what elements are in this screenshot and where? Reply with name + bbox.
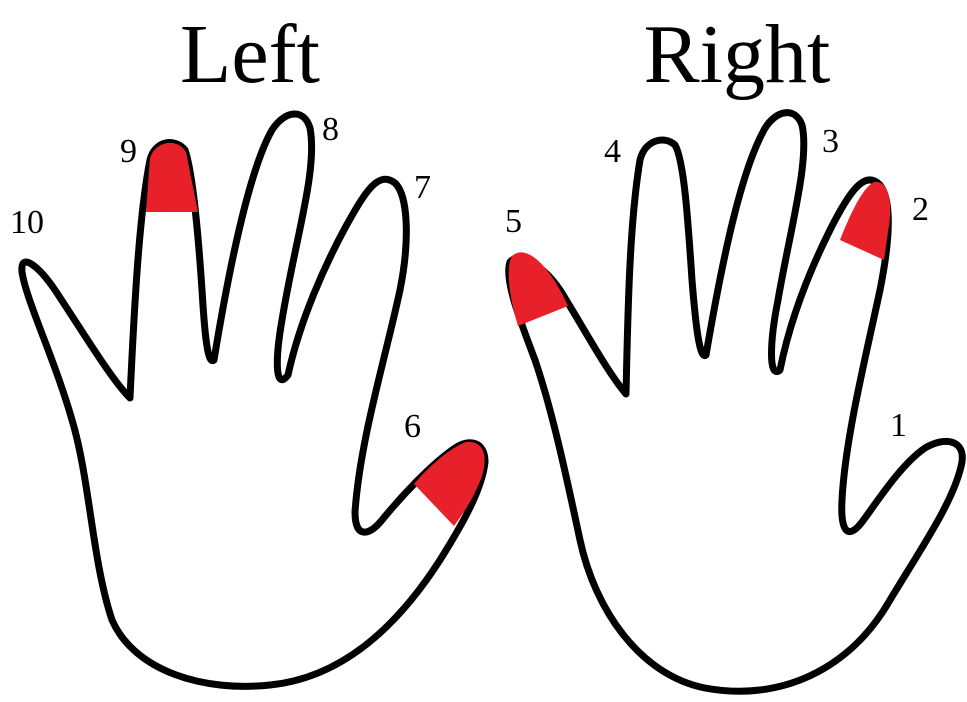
left-hand-title: Left (180, 8, 320, 101)
right-hand-outline (509, 113, 963, 692)
right-finger-1-number: 1 (890, 407, 907, 444)
right-finger-5-number: 5 (505, 203, 522, 240)
left-hand: 10 9 8 7 6 (10, 111, 485, 686)
right-hand-title: Right (644, 8, 831, 101)
right-finger-2-number: 2 (912, 191, 929, 228)
right-finger-3-number: 3 (822, 123, 839, 160)
left-finger-6-number: 6 (404, 408, 421, 445)
left-finger-9-number: 9 (120, 133, 137, 170)
left-finger-8-number: 8 (322, 111, 339, 148)
left-finger-9-tip (146, 143, 198, 212)
left-finger-7-number: 7 (414, 169, 431, 206)
right-hand: 5 4 3 2 1 (505, 113, 962, 692)
left-finger-10-number: 10 (10, 204, 44, 241)
right-finger-4-number: 4 (604, 133, 621, 170)
